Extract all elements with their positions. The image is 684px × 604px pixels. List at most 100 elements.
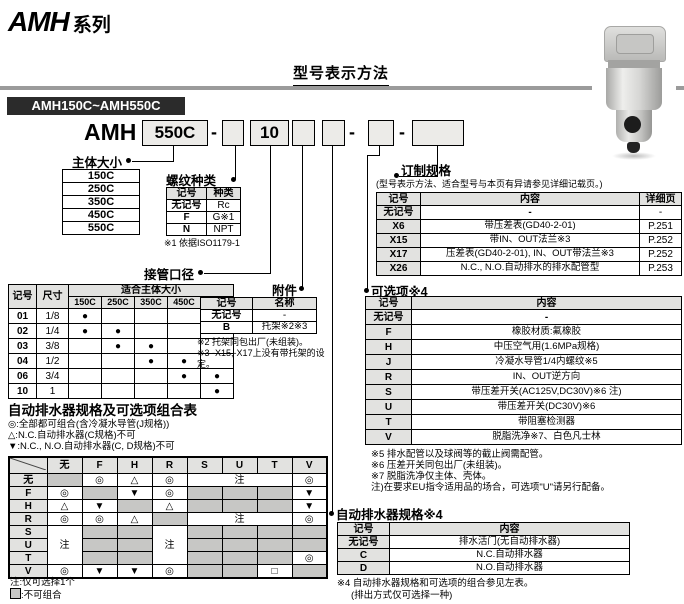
- col-header: 450C: [167, 296, 201, 309]
- model-box-size: 550C: [142, 120, 208, 146]
- thread-code: F: [166, 211, 207, 224]
- option-content: -: [411, 309, 682, 325]
- port-code: 03: [8, 338, 37, 354]
- port-size: 3/4: [36, 368, 69, 384]
- port-size: 1/8: [36, 308, 69, 324]
- combo-row-header: S: [8, 525, 48, 539]
- port-dot-cell: [167, 323, 201, 339]
- port-dot-cell: [101, 353, 135, 369]
- drain-content: 排水活门(无自动排水器): [389, 535, 630, 549]
- option-code: F: [365, 324, 412, 340]
- col-header: 尺寸: [36, 284, 69, 309]
- mto-page: P.252: [639, 247, 682, 262]
- combo-cell: 注: [186, 512, 293, 526]
- body-size-item: 450C: [62, 208, 140, 223]
- model-dash: -: [399, 122, 405, 142]
- mto-page: P.252: [639, 233, 682, 248]
- combo-cell: [256, 486, 293, 500]
- combo-cell: [81, 486, 118, 500]
- thread-footnote: ※1 依据ISO1179-1: [164, 238, 240, 248]
- thread-value: Rc: [206, 199, 241, 212]
- combo-cell: [116, 499, 153, 513]
- model-box-drain: [322, 120, 345, 146]
- connector-dot: [394, 173, 399, 178]
- port-size: 3/8: [36, 338, 69, 354]
- col-header: 记号: [166, 187, 207, 200]
- combo-cell: ▼: [291, 499, 328, 513]
- port-size-table: 记号 尺寸 适合主体大小 150C 250C 350C 450C 550C 01…: [8, 284, 235, 399]
- port-size: 1: [36, 383, 69, 399]
- col-header: 内容: [411, 296, 682, 310]
- option-code: U: [365, 399, 412, 415]
- combo-cell: ◎: [81, 512, 118, 526]
- leader-line: [235, 146, 236, 180]
- thread-code: 无记号: [166, 199, 207, 212]
- options-label: 可选项※4: [371, 285, 428, 299]
- combo-row-header: U: [8, 538, 48, 552]
- option-content: 带阻塞检测器: [411, 414, 682, 430]
- col-header: 适合主体大小: [67, 284, 235, 297]
- body-size-item: 550C: [62, 221, 140, 236]
- model-box-option: [368, 120, 394, 146]
- model-box-thread: [222, 120, 244, 146]
- option-code: J: [365, 354, 412, 370]
- model-range-badge: AMH150C~AMH550C: [7, 97, 185, 115]
- col-header: 种类: [206, 187, 241, 200]
- accessory-footnote: ※2 托架同包出厂(未组装)。: [197, 337, 309, 347]
- model-box-port: 10: [250, 120, 289, 146]
- combo-cell: [221, 551, 258, 565]
- model-dash: -: [349, 122, 355, 142]
- port-size: 1/4: [36, 323, 69, 339]
- col-header: 详细页: [639, 192, 682, 206]
- port-dot-cell: [167, 338, 201, 354]
- combo-cell: [256, 551, 293, 565]
- combo-cell: △: [116, 512, 153, 526]
- col-header: 记号: [200, 297, 253, 310]
- combo-row-header: V: [8, 564, 48, 579]
- combo-cell: 注: [151, 525, 188, 565]
- drain-footnote: ※4 自动排水器规格和可选项的组合参见左表。: [337, 578, 534, 589]
- drain-knob-icon: [624, 116, 641, 133]
- combo-cell: ◎: [291, 473, 328, 487]
- body-size-item: 150C: [62, 168, 140, 184]
- option-code: 无记号: [365, 309, 412, 325]
- model-box-made-to-order: [412, 120, 464, 146]
- port-dot-cell: [134, 308, 168, 324]
- accessory-value: -: [252, 309, 317, 322]
- combo-cell: [256, 525, 293, 539]
- connector-dot: [231, 177, 236, 182]
- combo-cell: [186, 551, 223, 565]
- divider-rule: [676, 86, 684, 90]
- leader-line: [367, 155, 380, 156]
- model-dash: -: [211, 122, 217, 142]
- combo-cell: ◎: [46, 486, 83, 500]
- combo-cell: ▼: [81, 499, 118, 513]
- combo-row-header: R: [8, 512, 48, 526]
- port-code: 10: [8, 383, 37, 399]
- mto-code: X26: [376, 261, 421, 276]
- port-code: 02: [8, 323, 37, 339]
- port-dot-cell: ●: [68, 323, 102, 339]
- combo-cell: [186, 525, 223, 539]
- port-dot-cell: [68, 383, 102, 399]
- mto-page: P.251: [639, 219, 682, 234]
- combo-cell: [221, 525, 258, 539]
- thread-value: G※1: [206, 211, 241, 224]
- leader-line: [379, 146, 380, 156]
- port-dot-cell: [101, 383, 135, 399]
- col-header: 内容: [389, 522, 630, 536]
- diagonal-cell: [8, 456, 48, 474]
- filter-body: [606, 68, 662, 110]
- combo-row-header: F: [8, 486, 48, 500]
- drain-footnote: (排出方式仅可选择一种): [351, 590, 453, 601]
- port-dot-cell: [101, 308, 135, 324]
- leader-line: [204, 273, 271, 274]
- combo-cell: [256, 499, 293, 513]
- combo-cell: △: [46, 499, 83, 513]
- combo-cell: ▼: [116, 564, 153, 579]
- made-to-order-label: 订制规格: [401, 164, 452, 178]
